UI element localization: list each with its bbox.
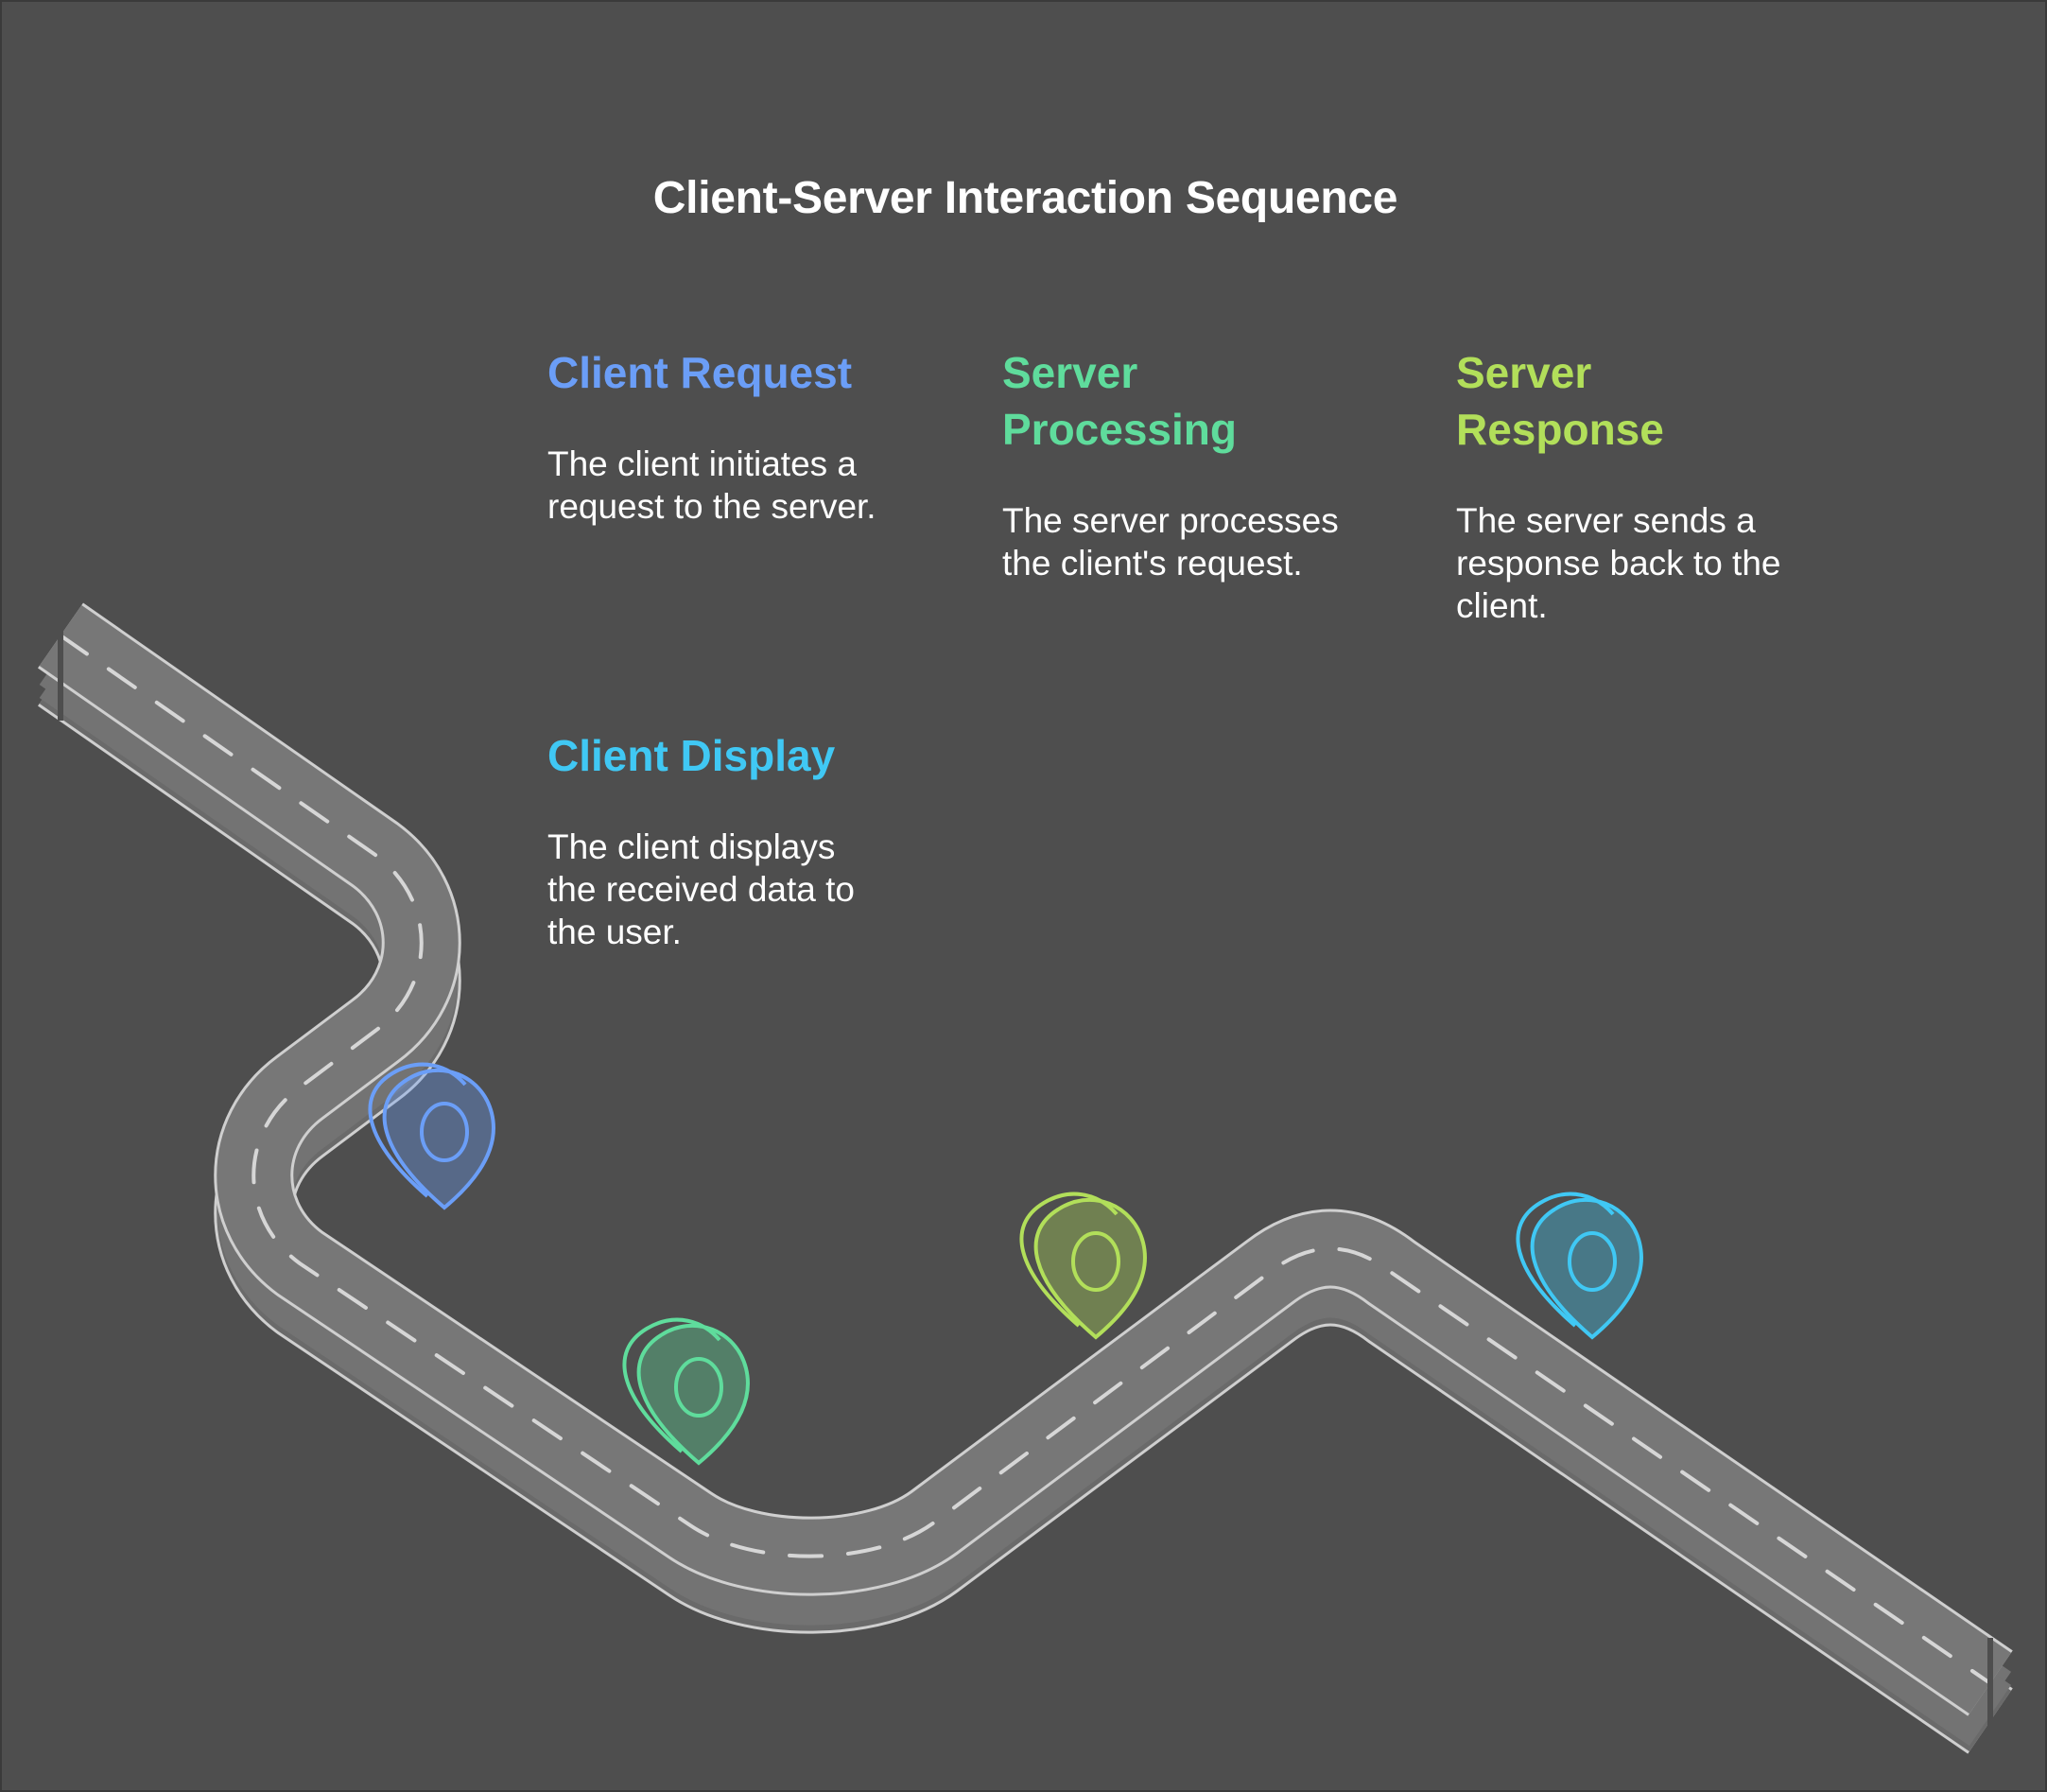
map-pin-icon: [1019, 1192, 1147, 1340]
step-description: The client displays the received data to…: [547, 827, 855, 951]
step-heading: Client Request: [547, 348, 853, 397]
step-server-processing: Server Processing The server processes t…: [1002, 344, 1343, 584]
step-heading: Server Response: [1456, 348, 1664, 454]
step-server-response: Server Response The server sends a respo…: [1456, 344, 1796, 627]
step-description: The server processes the client's reques…: [1002, 501, 1339, 583]
map-pin-icon: [622, 1317, 750, 1466]
step-client-display: Client Display The client displays the r…: [547, 727, 888, 953]
map-pin-icon: [368, 1062, 495, 1210]
map-pin-icon: [1516, 1192, 1643, 1340]
diagram-title: Client-Server Interaction Sequence: [652, 173, 1398, 223]
step-description: The server sends a response back to the …: [1456, 501, 1781, 625]
step-heading: Server Processing: [1002, 348, 1237, 454]
step-heading: Client Display: [547, 731, 836, 780]
step-description: The client initiates a request to the se…: [547, 444, 876, 526]
step-client-request: Client Request The client initiates a re…: [547, 344, 888, 528]
road-end-caps: [58, 596, 1993, 1761]
